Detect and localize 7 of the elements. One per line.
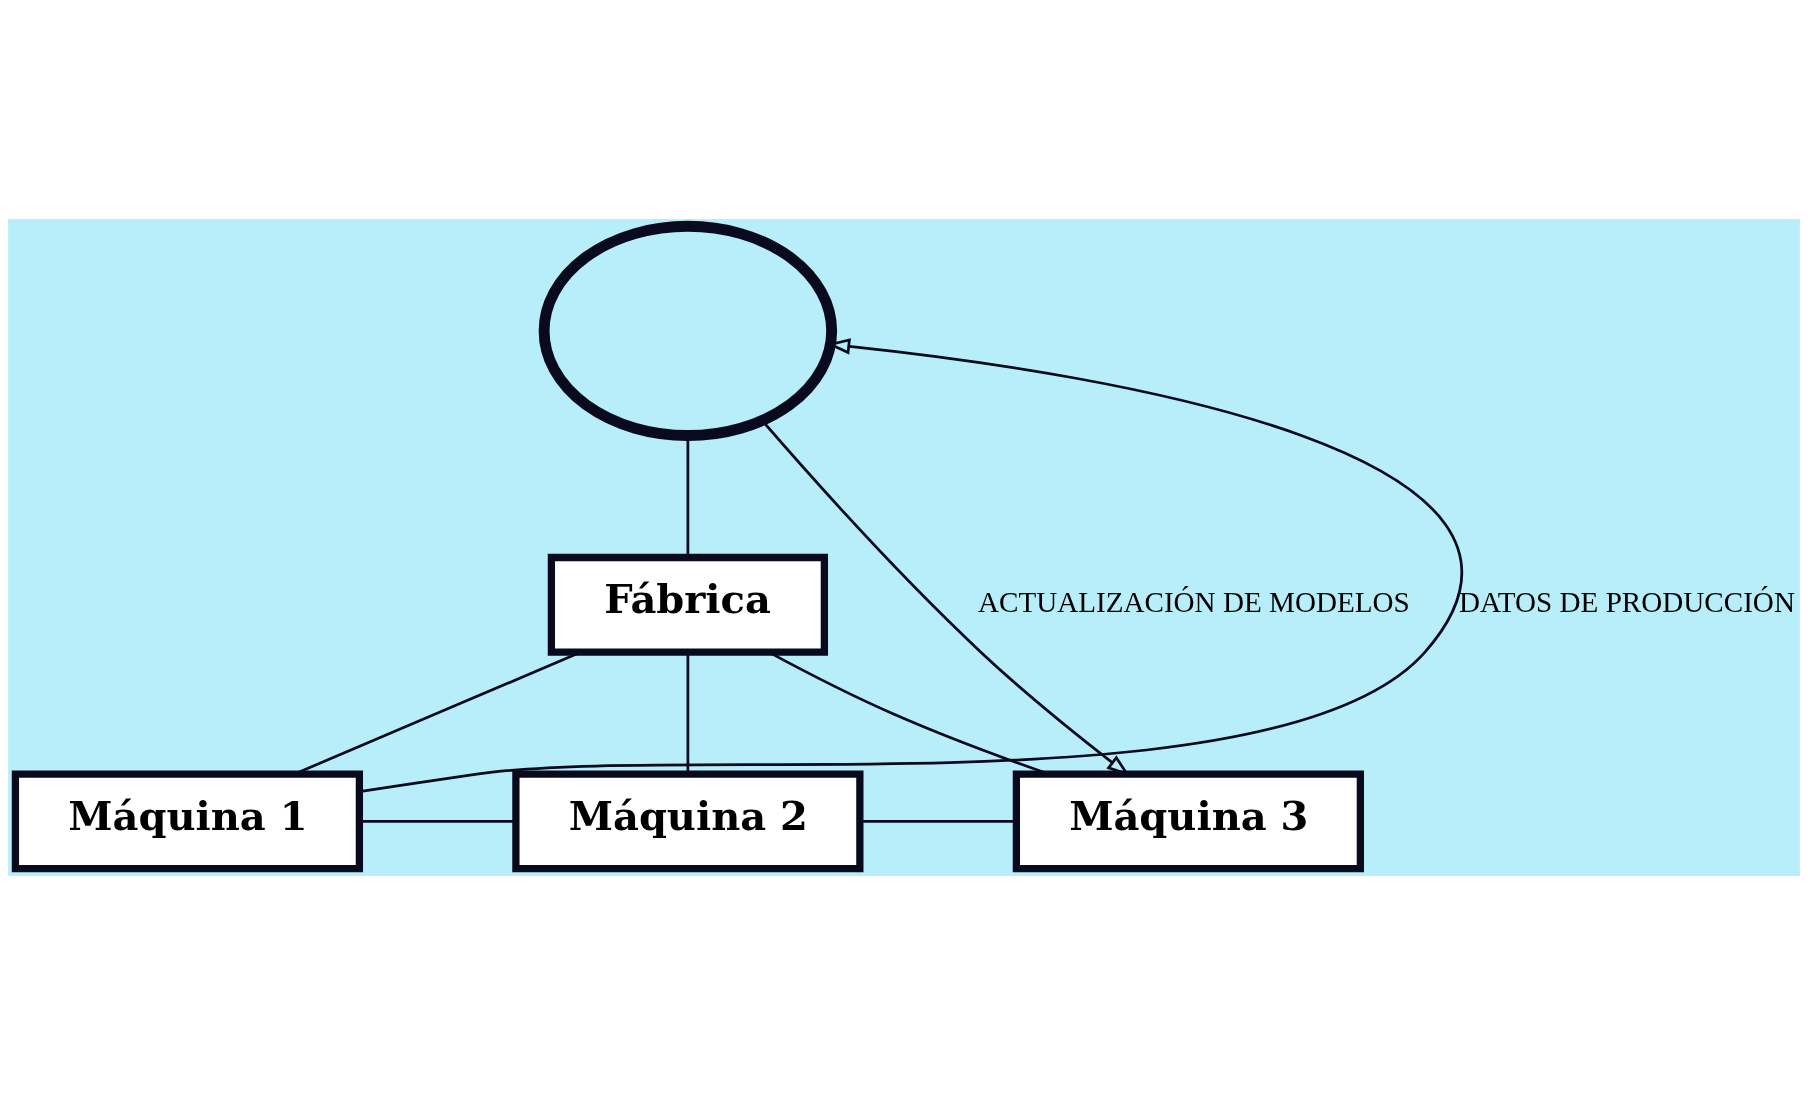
node-box: Máquina 3 [1012, 769, 1364, 872]
edge-label: DATOS DE PRODUCCIÓN [1459, 585, 1795, 618]
edge-label: ACTUALIZACIÓN DE MODELOS [977, 585, 1410, 618]
node-box: Fábrica [547, 553, 828, 656]
node-cloud [538, 220, 838, 441]
node-box: Máquina 2 [512, 769, 864, 872]
node-box: Máquina 1 [11, 769, 363, 872]
